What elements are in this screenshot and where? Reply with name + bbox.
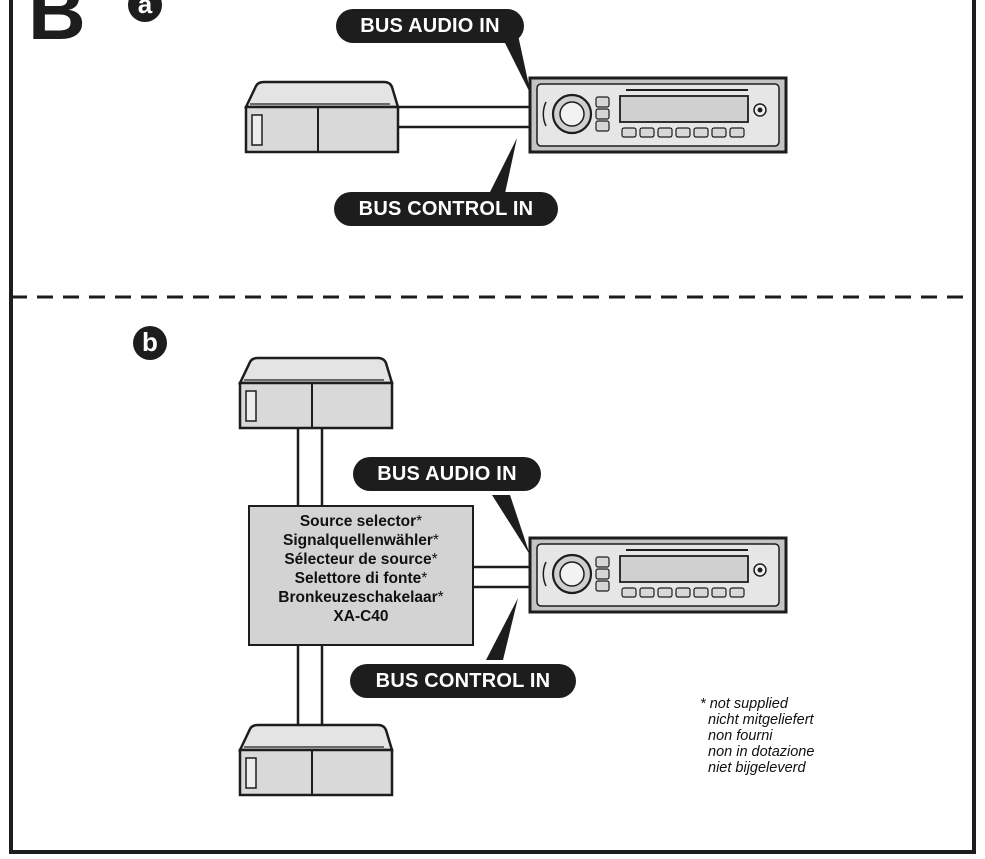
selector-text: Bronkeuzeschakelaar [278,589,438,606]
cd-changer-icon [244,80,400,154]
bus-control-in-label: BUS CONTROL IN [334,192,558,226]
selector-line: Source selector* [250,512,472,531]
section-b-marker: b [133,326,167,360]
section-a-connection-lines [382,35,531,198]
asterisk: * [421,570,428,587]
section-a-marker: a [128,0,162,22]
car-stereo-icon [528,536,788,614]
selector-text: Sélecteur de source [284,551,432,568]
selector-text: Selettore di fonte [294,570,422,587]
footnote-line: niet bijgeleverd [708,760,806,776]
footnote: * not supplied nicht mitgeliefert non fo… [700,696,814,776]
car-stereo-icon [528,76,788,154]
selector-model: XA-C40 [333,608,389,625]
footnote-line: nicht mitgeliefert [708,712,814,728]
source-selector-box: Source selector* Signalquellenwähler* Sé… [248,505,474,646]
selector-line: Bronkeuzeschakelaar* [250,588,472,607]
selector-line: Signalquellenwähler* [250,531,472,550]
asterisk: * [431,551,438,568]
footnote-line: non in dotazione [708,744,815,760]
cd-changer-icon [238,356,394,430]
footnote-line: non fourni [708,728,773,744]
selector-line: Sélecteur de source* [250,550,472,569]
asterisk: * [437,589,444,606]
asterisk: * [416,513,423,530]
bus-audio-in-label: BUS AUDIO IN [353,457,541,491]
figure-letter: B [28,0,86,56]
bus-audio-in-label: BUS AUDIO IN [336,9,524,43]
section-b-connection-lines [296,426,530,727]
selector-text: Signalquellenwähler [283,532,433,549]
cd-changer-icon [238,723,394,797]
selector-text: Source selector [299,513,417,530]
asterisk: * [432,532,439,549]
selector-line: Selettore di fonte* [250,569,472,588]
footnote-marker: * [700,696,706,712]
bus-control-in-label: BUS CONTROL IN [350,664,576,698]
footnote-line: not supplied [709,696,788,712]
outer-frame [9,0,976,854]
